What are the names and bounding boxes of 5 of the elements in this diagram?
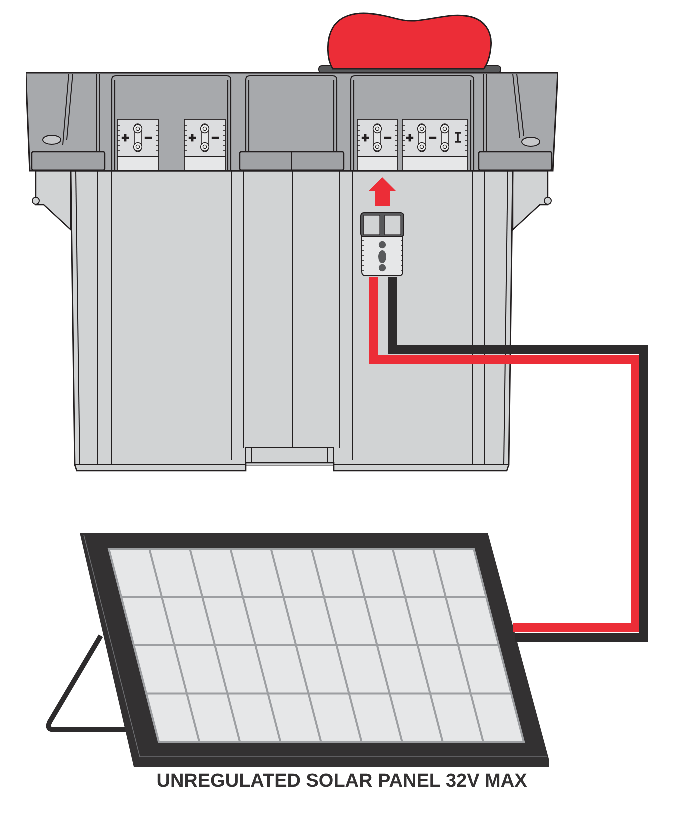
arrow bbox=[368, 178, 396, 206]
panel-caption: UNREGULATED SOLAR PANEL 32V MAX bbox=[156, 771, 528, 793]
solar-panel-drawing bbox=[44, 531, 550, 769]
power-socket-drawing bbox=[357, 119, 398, 171]
cable-plug-drawing bbox=[360, 212, 405, 277]
